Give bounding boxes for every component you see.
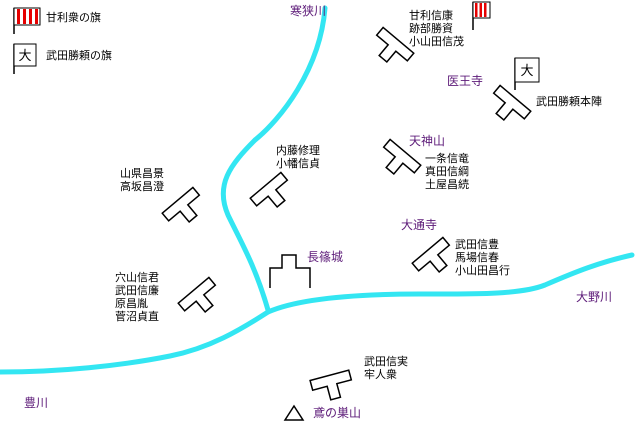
iozan-label: 医王寺 (447, 74, 484, 88)
takeda-katsuyori-flag-icon: 大 (514, 57, 540, 90)
tobinosuyama-label: 鳶の巣山 (313, 406, 362, 420)
odoji-label: 大通寺 (401, 218, 438, 232)
katsuyori-unit-symbol (492, 84, 532, 121)
legend-takeda-flag-icon: 大 (13, 43, 37, 74)
amari-unit-symbol (375, 26, 415, 63)
katsuyori-flag-char: 大 (520, 64, 533, 79)
legend-amari-label: 甘利衆の旗 (46, 11, 101, 24)
anayama-unit-symbol (177, 276, 217, 313)
nagashino-castle-symbol (269, 254, 311, 288)
unit-commander: 小山田昌行 (455, 264, 510, 277)
amari-flag-icon (472, 1, 491, 30)
nobuzane-unit-symbol (309, 369, 353, 401)
naito-unit-symbol (249, 171, 289, 208)
unit-commander: 武田勝頼本陣 (536, 95, 602, 108)
unit-commander: 原昌胤 (115, 297, 148, 310)
toyokawa-label: 豊川 (24, 396, 49, 410)
anayama-unit-label: 穴山信君 武田信廉 原昌胤 菅沼貞直 (115, 271, 159, 323)
unit-commander: 武田信実 (364, 355, 408, 368)
naito-unit-label: 内藤修理 小幡信貞 (276, 144, 320, 170)
unit-commander: 小幡信貞 (276, 157, 320, 170)
ichijo-unit-symbol (382, 138, 422, 175)
samusemagawa-label: 寒狭川 (290, 4, 327, 18)
unit-commander: 真田信綱 (425, 165, 469, 178)
unit-commander: 高坂昌澄 (120, 180, 164, 193)
unit-commander: 武田信豊 (455, 238, 499, 251)
nobutoyo-unit-label: 武田信豊 馬場信春 小山田昌行 (455, 238, 510, 277)
nobutoyo-unit-symbol (411, 236, 451, 273)
unit-commander: 穴山信君 (115, 271, 159, 284)
legend-takeda-label: 武田勝頼の旗 (46, 49, 112, 62)
yamagata-unit-symbol (161, 186, 201, 223)
unit-commander: 小山田信茂 (409, 35, 464, 48)
unit-commander: 跡部勝資 (409, 22, 453, 35)
nagashino-castle-label: 長篠城 (307, 250, 344, 264)
tenjinyama-label: 天神山 (409, 134, 446, 148)
legend-takeda-flag-char: 大 (18, 49, 31, 64)
yamagata-unit-label: 山県昌景 高坂昌澄 (120, 167, 164, 193)
unit-commander: 菅沼貞直 (115, 310, 159, 323)
unit-commander: 内藤修理 (276, 144, 320, 157)
nobuzane-unit-label: 武田信実 牢人衆 (364, 355, 408, 381)
unit-commander: 一条信竜 (425, 152, 469, 165)
legend-amari-flag-icon (13, 7, 41, 34)
katsuyori-unit-label: 武田勝頼本陣 (536, 95, 602, 108)
unit-commander: 山県昌景 (120, 167, 164, 180)
samusemagawa-river (220, 5, 328, 313)
unit-commander: 土屋昌続 (425, 178, 469, 191)
onogawa-label: 大野川 (576, 290, 613, 304)
onogawa-river (265, 252, 635, 315)
ichijo-unit-label: 一条信竜 真田信綱 土屋昌続 (425, 152, 469, 191)
unit-commander: 牢人衆 (364, 368, 397, 381)
unit-commander: 武田信廉 (115, 284, 159, 297)
amari-unit-label: 甘利信康 跡部勝資 小山田信茂 (409, 9, 464, 48)
unit-commander: 馬場信春 (455, 251, 499, 264)
toyokawa-river (0, 309, 271, 375)
unit-commander: 甘利信康 (409, 9, 453, 22)
tobinosuyama-triangle-icon (283, 404, 305, 421)
